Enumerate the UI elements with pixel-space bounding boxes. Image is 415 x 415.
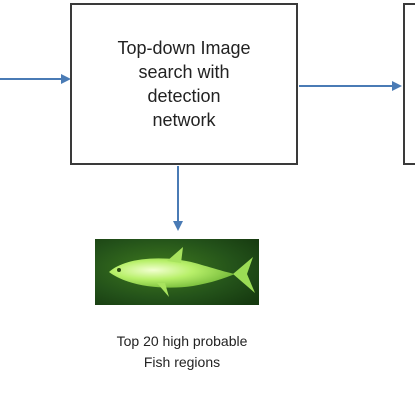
fish-caption-line-2: Fish regions: [143, 354, 221, 370]
main-box-line-3: detection: [147, 86, 221, 106]
fish-region-caption: Top 20 high probable Fish regions: [80, 331, 284, 373]
fish-dorsal-fin: [167, 247, 183, 263]
fish-caption-line-1: Top 20 high probable: [116, 333, 248, 349]
fish-body-shape: [109, 258, 235, 288]
fish-region-image: [95, 239, 259, 305]
fish-tail-shape: [233, 257, 255, 293]
next-stage-box: [403, 3, 415, 165]
fish-pectoral-fin: [157, 283, 169, 297]
detection-network-label: Top-down Image search with detection net…: [89, 36, 279, 132]
fish-eye: [117, 268, 121, 272]
main-box-line-1: Top-down Image: [117, 38, 251, 58]
detection-network-box: Top-down Image search with detection net…: [70, 3, 298, 165]
main-box-line-4: network: [152, 110, 216, 130]
main-box-line-2: search with: [138, 62, 230, 82]
